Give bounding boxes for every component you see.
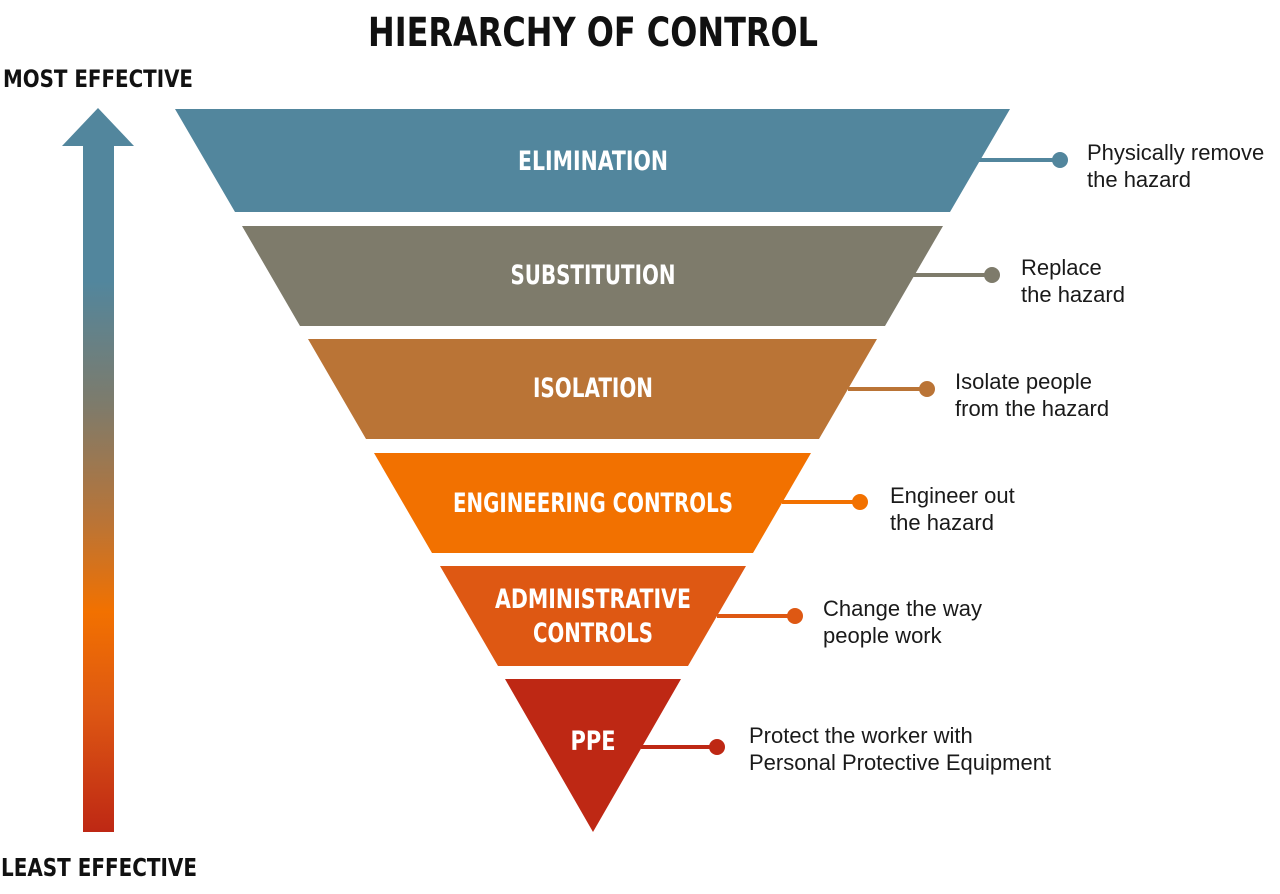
connector-dot (984, 267, 1000, 283)
level-description-line: Personal Protective Equipment (749, 750, 1051, 775)
connector-dot (1052, 152, 1068, 168)
connector-dot (787, 608, 803, 624)
level-label: PPE (571, 726, 616, 757)
level-description-line: the hazard (1021, 282, 1125, 307)
level-band (505, 679, 681, 832)
level-band (242, 226, 943, 326)
level-description-line: Engineer out (890, 483, 1015, 508)
level-label-line: PPE (571, 726, 616, 757)
level-band (440, 566, 746, 666)
level-label: ISOLATION (533, 373, 653, 404)
effectiveness-arrow (62, 108, 134, 832)
level-label-line: CONTROLS (533, 618, 653, 649)
level-description-line: the hazard (890, 510, 994, 535)
connector-dot (919, 381, 935, 397)
arrow-shaft (83, 144, 114, 832)
level-description-line: Physically remove (1087, 140, 1264, 165)
least-effective-label: LEAST EFFECTIVE (1, 853, 197, 882)
diagram-title: HIERARCHY OF CONTROL (368, 10, 818, 56)
level-description-line: Isolate people (955, 369, 1092, 394)
level-label-line: ISOLATION (533, 373, 653, 404)
level-label-line: SUBSTITUTION (511, 260, 676, 291)
level-description-line: Replace (1021, 255, 1102, 280)
level-label-line: ELIMINATION (518, 146, 668, 177)
level-label-line: ENGINEERING CONTROLS (453, 488, 733, 519)
connector-dot (852, 494, 868, 510)
arrow-head (62, 108, 134, 146)
level-label: ELIMINATION (518, 146, 668, 177)
level-label-line: ADMINISTRATIVE (495, 584, 691, 615)
level-band (374, 453, 811, 553)
level-description-line: the hazard (1087, 167, 1191, 192)
level-label: SUBSTITUTION (511, 260, 676, 291)
connector-dot (709, 739, 725, 755)
level-label: ENGINEERING CONTROLS (453, 488, 733, 519)
level-description-line: from the hazard (955, 396, 1109, 421)
most-effective-label: MOST EFFECTIVE (3, 65, 193, 93)
level-band (308, 339, 877, 439)
level-band (175, 109, 1010, 212)
level-description-line: Change the way (823, 596, 982, 621)
level-description-line: Protect the worker with (749, 723, 973, 748)
level-description-line: people work (823, 623, 943, 648)
